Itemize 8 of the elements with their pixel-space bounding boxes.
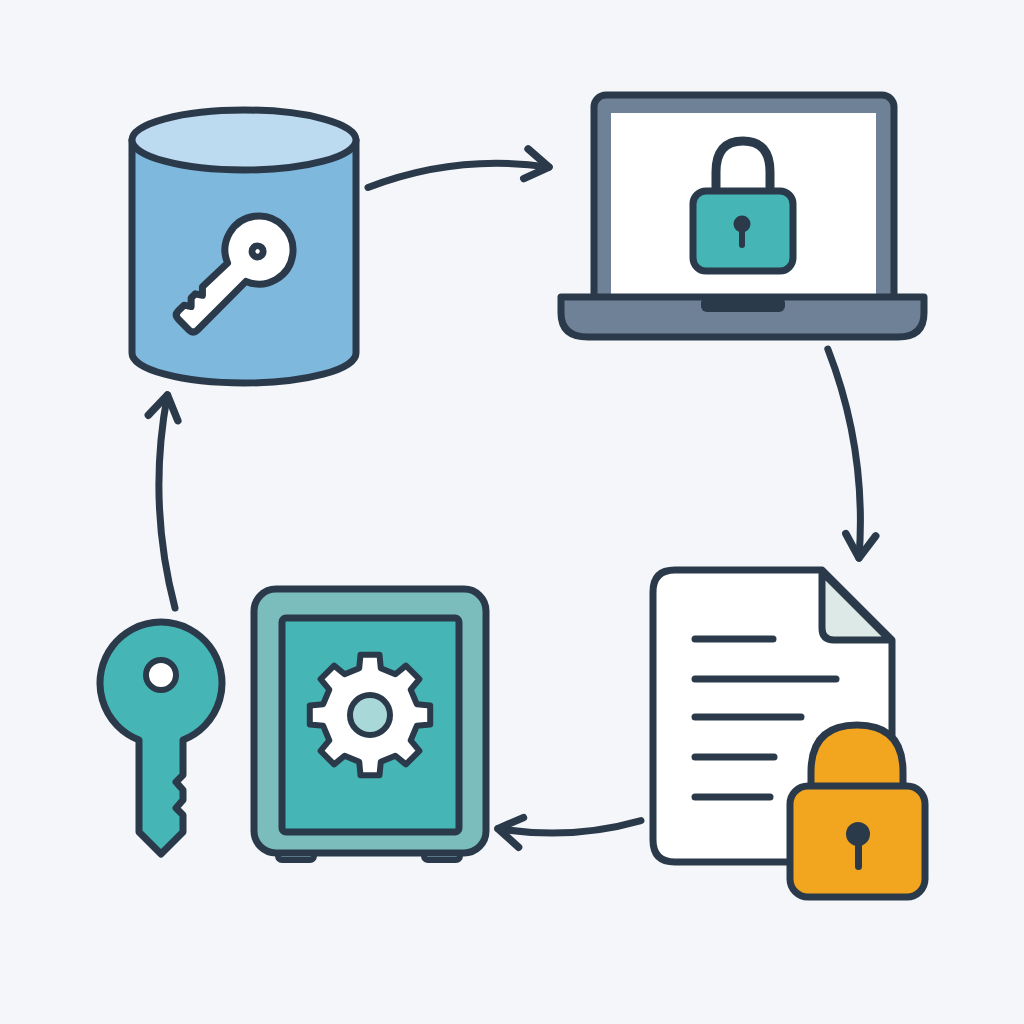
database-key-icon <box>128 106 360 387</box>
locked-document-icon <box>649 566 929 901</box>
arrow <box>824 345 880 562</box>
safe-gear-icon <box>250 585 490 865</box>
arrow <box>494 813 645 851</box>
arrow <box>144 391 183 612</box>
arrow <box>364 145 553 191</box>
laptop-lock-icon <box>557 89 928 341</box>
